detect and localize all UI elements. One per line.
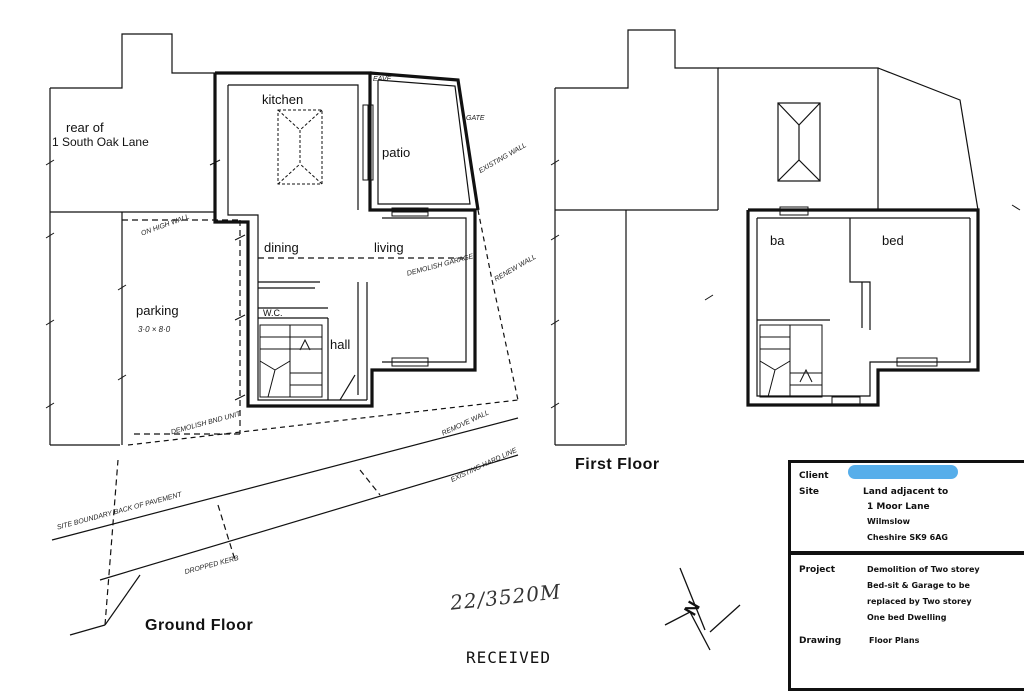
first-floor-neighbour <box>554 29 979 446</box>
parking-dimensions: 3·0 × 8·0 <box>138 325 171 334</box>
client-redaction <box>848 465 958 479</box>
site-line-1: Land adjacent to <box>863 487 949 497</box>
first-floor-ticks <box>550 159 1021 409</box>
first-floor-walls <box>746 208 980 407</box>
project-label: Project <box>799 565 836 575</box>
first-floor-stairs <box>759 324 823 398</box>
ground-floor-walls <box>213 71 480 408</box>
neighbour-label: rear of <box>66 120 104 135</box>
first-floor-windows <box>779 206 938 407</box>
site-label: Site <box>799 487 819 497</box>
first-floor-title: First Floor <box>575 456 660 473</box>
site-line-2: 1 Moor Lane <box>867 502 930 512</box>
wall-ticks <box>45 159 246 409</box>
neighbour-label-address: 1 South Oak Lane <box>52 135 149 149</box>
site-boundary-lines <box>51 417 519 636</box>
neighbour-house-outline <box>49 33 216 446</box>
room-label-patio: patio <box>382 145 411 160</box>
project-line-4: One bed Dwelling <box>867 613 947 622</box>
note-gate: GATE <box>466 115 485 122</box>
ground-floor-stairs <box>259 324 323 398</box>
drawing-label: Drawing <box>799 636 842 646</box>
project-line-2: Bed-sit & Garage to be <box>867 581 970 590</box>
ground-floor-title: Ground Floor <box>145 617 254 634</box>
skylight-first <box>777 102 821 182</box>
ground-floor-windows <box>362 104 429 367</box>
site-line-4: Cheshire SK9 6AG <box>867 533 948 542</box>
project-line-3: replaced by Two storey <box>867 597 972 606</box>
note-eave: EAVE <box>373 76 392 83</box>
room-label-dining: dining <box>264 240 299 255</box>
project-line-1: Demolition of Two storey <box>867 565 980 574</box>
room-label-wc: W.C. <box>263 308 283 318</box>
room-label-bed: bed <box>882 233 904 248</box>
drawing-value: Floor Plans <box>869 636 920 645</box>
existing-walls-ground <box>127 209 519 446</box>
north-arrow-icon <box>664 567 741 651</box>
site-line-3: Wilmslow <box>867 517 911 526</box>
received-stamp: RECEIVED <box>466 648 552 667</box>
skylight-ground <box>277 109 323 185</box>
room-label-ba: ba <box>770 233 785 248</box>
title-block-project: Project Demolition of Two storey Bed-sit… <box>788 552 1024 634</box>
parking-outline <box>122 219 241 435</box>
title-block-drawing: Drawing Floor Plans <box>788 628 1024 691</box>
room-label-living: living <box>374 240 404 255</box>
client-label: Client <box>799 471 829 481</box>
ground-floor-inner-walls <box>227 79 471 401</box>
room-label-kitchen: kitchen <box>262 92 304 107</box>
first-floor-inner-walls <box>756 217 971 397</box>
room-label-parking: parking <box>136 303 179 318</box>
room-label-hall: hall <box>330 337 351 352</box>
